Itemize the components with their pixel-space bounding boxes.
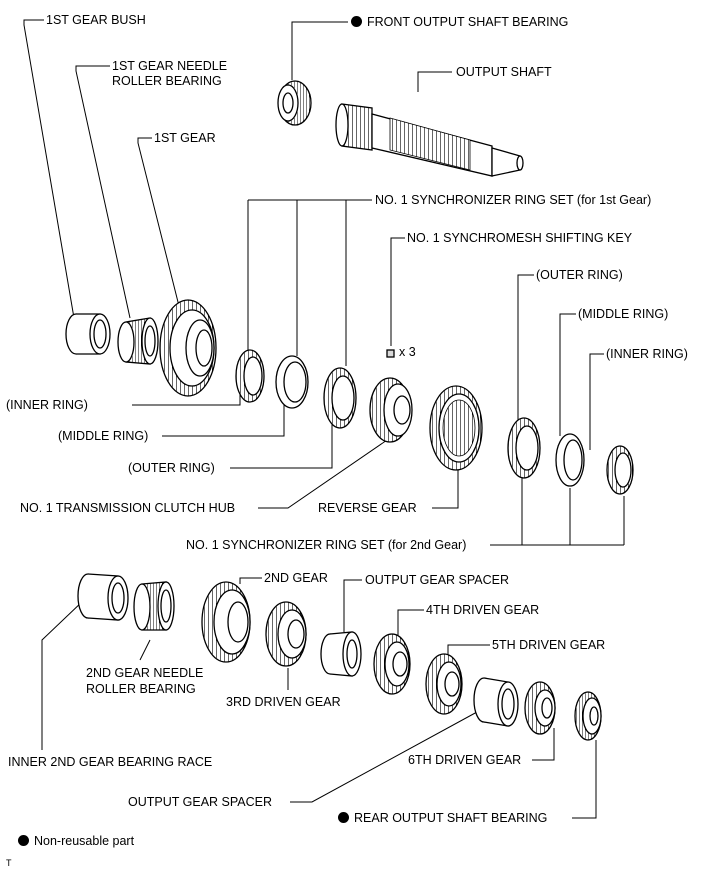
label-sync-ring-set-1st: NO. 1 SYNCHRONIZER RING SET (for 1st Gea… bbox=[375, 193, 651, 208]
leader-outer-ring-r bbox=[517, 274, 534, 424]
first-gear-bush bbox=[65, 313, 111, 355]
leader-reverse-gear bbox=[432, 466, 459, 509]
reverse-gear bbox=[429, 385, 483, 471]
sync-ring-inner-1st bbox=[235, 349, 265, 403]
label-1st-gear: 1ST GEAR bbox=[154, 131, 216, 145]
front-bearing-text: FRONT OUTPUT SHAFT BEARING bbox=[367, 15, 569, 29]
label-sync-ring-set-2nd: NO. 1 SYNCHRONIZER RING SET (for 2nd Gea… bbox=[186, 538, 467, 552]
label-front-output-shaft-bearing: FRONT OUTPUT SHAFT BEARING bbox=[351, 15, 568, 30]
non-reusable-dot-icon bbox=[338, 812, 349, 823]
leader-1st-gear bbox=[137, 137, 181, 311]
leader-clutch-hub bbox=[258, 437, 391, 509]
sync-1st-note: (for 1st Gear) bbox=[576, 193, 652, 207]
leader-inner-race bbox=[41, 599, 85, 750]
rear-output-shaft-bearing bbox=[574, 691, 602, 741]
fifth-driven-gear bbox=[425, 653, 463, 715]
rear-bearing-text: REAR OUTPUT SHAFT BEARING bbox=[354, 811, 548, 825]
label-outer-ring-left: (OUTER RING) bbox=[128, 461, 215, 475]
label-inner-2nd-gear-race: INNER 2ND GEAR BEARING RACE bbox=[8, 755, 213, 769]
label-outer-ring-right: (OUTER RING) bbox=[536, 268, 623, 282]
label-2nd-gear-needle-2: ROLLER BEARING bbox=[86, 682, 196, 696]
label-4th-driven-gear: 4TH DRIVEN GEAR bbox=[426, 603, 540, 617]
leader-5th-gear bbox=[447, 644, 490, 656]
leader-4th-gear bbox=[397, 609, 424, 636]
label-3rd-driven-gear: 3RD DRIVEN GEAR bbox=[226, 695, 341, 709]
non-reusable-dot-icon bbox=[18, 835, 29, 846]
second-gear bbox=[201, 581, 251, 663]
corner-mark: T bbox=[6, 858, 12, 868]
label-inner-ring-right: (INNER RING) bbox=[606, 347, 688, 361]
sync-1st-text: NO. 1 SYNCHRONIZER RING SET bbox=[375, 193, 574, 207]
legend: Non-reusable part bbox=[18, 834, 134, 849]
label-reverse-gear: REVERSE GEAR bbox=[318, 501, 417, 515]
leader-front-bearing bbox=[291, 21, 348, 80]
label-1st-gear-needle-2: ROLLER BEARING bbox=[112, 74, 222, 88]
label-middle-ring-left: (MIDDLE RING) bbox=[58, 429, 149, 443]
shifting-key bbox=[386, 349, 395, 358]
label-clutch-hub: NO. 1 TRANSMISSION CLUTCH HUB bbox=[20, 501, 236, 515]
label-inner-ring-left: (INNER RING) bbox=[6, 398, 88, 412]
leader-rear-bearing bbox=[572, 740, 597, 819]
label-2nd-gear-needle-1: 2ND GEAR NEEDLE bbox=[86, 666, 204, 680]
leader-middle-ring-r bbox=[559, 313, 576, 436]
label-1st-gear-bush: 1ST GEAR BUSH bbox=[46, 13, 146, 27]
label-output-gear-spacer-bottom: OUTPUT GEAR SPACER bbox=[128, 795, 273, 809]
non-reusable-dot-icon bbox=[351, 16, 362, 27]
label-5th-driven-gear: 5TH DRIVEN GEAR bbox=[492, 638, 606, 652]
leader-6th-gear bbox=[532, 728, 555, 761]
label-output-shaft: OUTPUT SHAFT bbox=[456, 65, 552, 79]
sync-ring-middle-2nd bbox=[555, 433, 585, 487]
label-middle-ring-right: (MIDDLE RING) bbox=[578, 307, 669, 321]
output-gear-spacer-top bbox=[320, 631, 362, 677]
leader-1st-gear-bush bbox=[23, 19, 75, 319]
sync-ring-outer-2nd bbox=[507, 417, 541, 479]
leader-shifting-key bbox=[390, 237, 405, 346]
fourth-driven-gear bbox=[373, 633, 411, 695]
leader-spacer-top bbox=[343, 579, 362, 632]
label-shifting-key: NO. 1 SYNCHROMESH SHIFTING KEY bbox=[407, 231, 633, 245]
leader-2nd-needle bbox=[139, 639, 151, 661]
label-output-gear-spacer-top: OUTPUT GEAR SPACER bbox=[365, 573, 510, 587]
legend-text: Non-reusable part bbox=[34, 834, 135, 848]
label-6th-driven-gear: 6TH DRIVEN GEAR bbox=[408, 753, 522, 767]
front-output-shaft-bearing bbox=[277, 80, 312, 126]
leader-spacer-bottom bbox=[290, 705, 489, 803]
second-gear-needle-bearing bbox=[133, 581, 175, 631]
leader-1st-gear-needle bbox=[75, 65, 131, 319]
sixth-driven-gear bbox=[524, 681, 556, 735]
leader-middle-ring-l bbox=[162, 404, 285, 437]
label-rear-output-shaft-bearing: REAR OUTPUT SHAFT BEARING bbox=[338, 811, 547, 826]
clutch-hub bbox=[369, 377, 413, 443]
first-gear bbox=[159, 299, 217, 397]
sync-ring-outer-1st bbox=[323, 367, 357, 429]
sync-ring-middle-1st bbox=[275, 355, 309, 409]
label-1st-gear-needle-1: 1ST GEAR NEEDLE bbox=[112, 59, 228, 73]
first-gear-needle-bearing bbox=[117, 317, 159, 365]
leader-inner-ring-r bbox=[589, 353, 604, 450]
output-gear-spacer-bottom bbox=[473, 677, 519, 727]
leader-outer-ring-l bbox=[230, 424, 333, 469]
sync-ring-inner-2nd bbox=[606, 445, 634, 495]
third-driven-gear bbox=[265, 601, 307, 667]
label-shifting-key-qty: x 3 bbox=[399, 345, 416, 359]
inner-2nd-gear-race bbox=[77, 573, 129, 621]
leader-output-shaft bbox=[417, 71, 452, 92]
label-2nd-gear: 2ND GEAR bbox=[264, 571, 328, 585]
output-shaft bbox=[335, 103, 524, 177]
leader-2nd-gear bbox=[239, 577, 262, 584]
